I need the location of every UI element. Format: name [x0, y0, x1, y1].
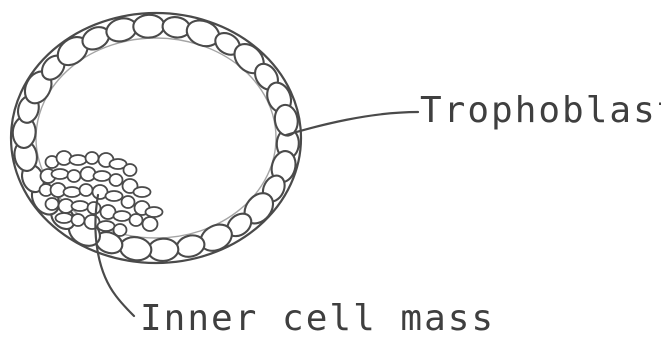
inner-cell-mass-cell: [72, 201, 89, 211]
inner-cell-mass-cell: [114, 211, 131, 221]
inner-cell-mass-cell: [98, 221, 115, 231]
inner-cell-mass-cell: [70, 155, 87, 165]
inner-cell-mass-cell: [64, 187, 81, 197]
inner-cell-mass-cell: [46, 198, 59, 210]
inner-cell-mass-cell: [143, 217, 158, 231]
inner-cell-mass-cell: [56, 213, 73, 223]
trophoblast-cell: [133, 14, 165, 38]
inner-cell-mass-cell: [122, 196, 135, 208]
inner-cell-mass-cell: [88, 202, 101, 214]
inner-cell-mass-cell: [52, 169, 69, 179]
inner-cell-mass-cell: [80, 184, 93, 196]
inner-cell-mass-cell: [72, 214, 85, 226]
inner-cell-mass-cell: [94, 171, 111, 181]
inner-cell-mass-cell: [114, 224, 127, 236]
inner-cell-mass-label: Inner cell mass: [140, 298, 495, 337]
inner-cell-mass-cell: [110, 174, 123, 186]
inner-cell-mass-cell: [106, 191, 123, 201]
inner-cell-mass-cell: [134, 187, 151, 197]
inner-cell-mass-cell: [124, 164, 137, 176]
inner-cell-mass-cell: [86, 152, 99, 164]
trophoblast-cell: [118, 235, 153, 263]
inner-cell-mass-cell: [68, 170, 81, 182]
trophoblast-leader-line: [286, 112, 418, 135]
inner-cell-mass-cell: [130, 214, 143, 226]
inner-cell-mass-cell: [146, 207, 163, 217]
trophoblast-label: Trophoblast: [420, 90, 661, 131]
